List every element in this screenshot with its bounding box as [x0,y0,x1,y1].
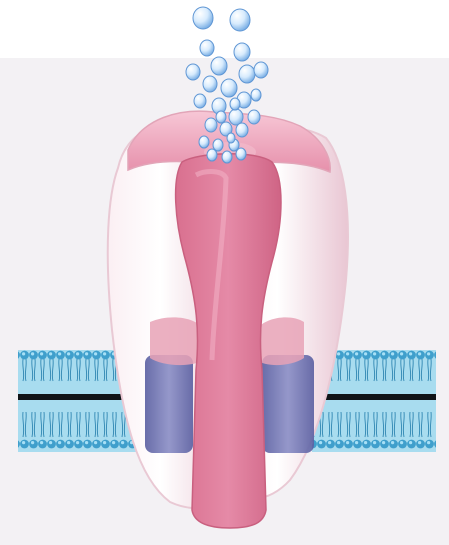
membrane-core-right [312,394,436,400]
molecule [248,110,260,124]
molecule [221,79,237,97]
molecule [234,43,250,61]
molecule [199,136,209,148]
transmembrane-segment-left [145,355,193,453]
molecule [236,123,248,137]
molecule [222,151,232,163]
molecule [251,89,261,101]
molecule [207,149,217,161]
collar-right [256,317,304,365]
collar-left [150,317,204,365]
molecule [236,148,246,160]
molecule [205,118,217,132]
molecule [203,76,217,92]
molecule [254,62,268,78]
molecule [227,133,235,143]
molecule [211,57,227,75]
molecule [216,111,226,123]
molecule [239,65,255,83]
molecule [230,98,240,110]
transmembrane-segment-right [262,355,314,453]
molecule [194,94,206,108]
molecule [200,40,214,56]
molecule [186,64,200,80]
molecule [230,9,250,31]
molecule [193,7,213,29]
